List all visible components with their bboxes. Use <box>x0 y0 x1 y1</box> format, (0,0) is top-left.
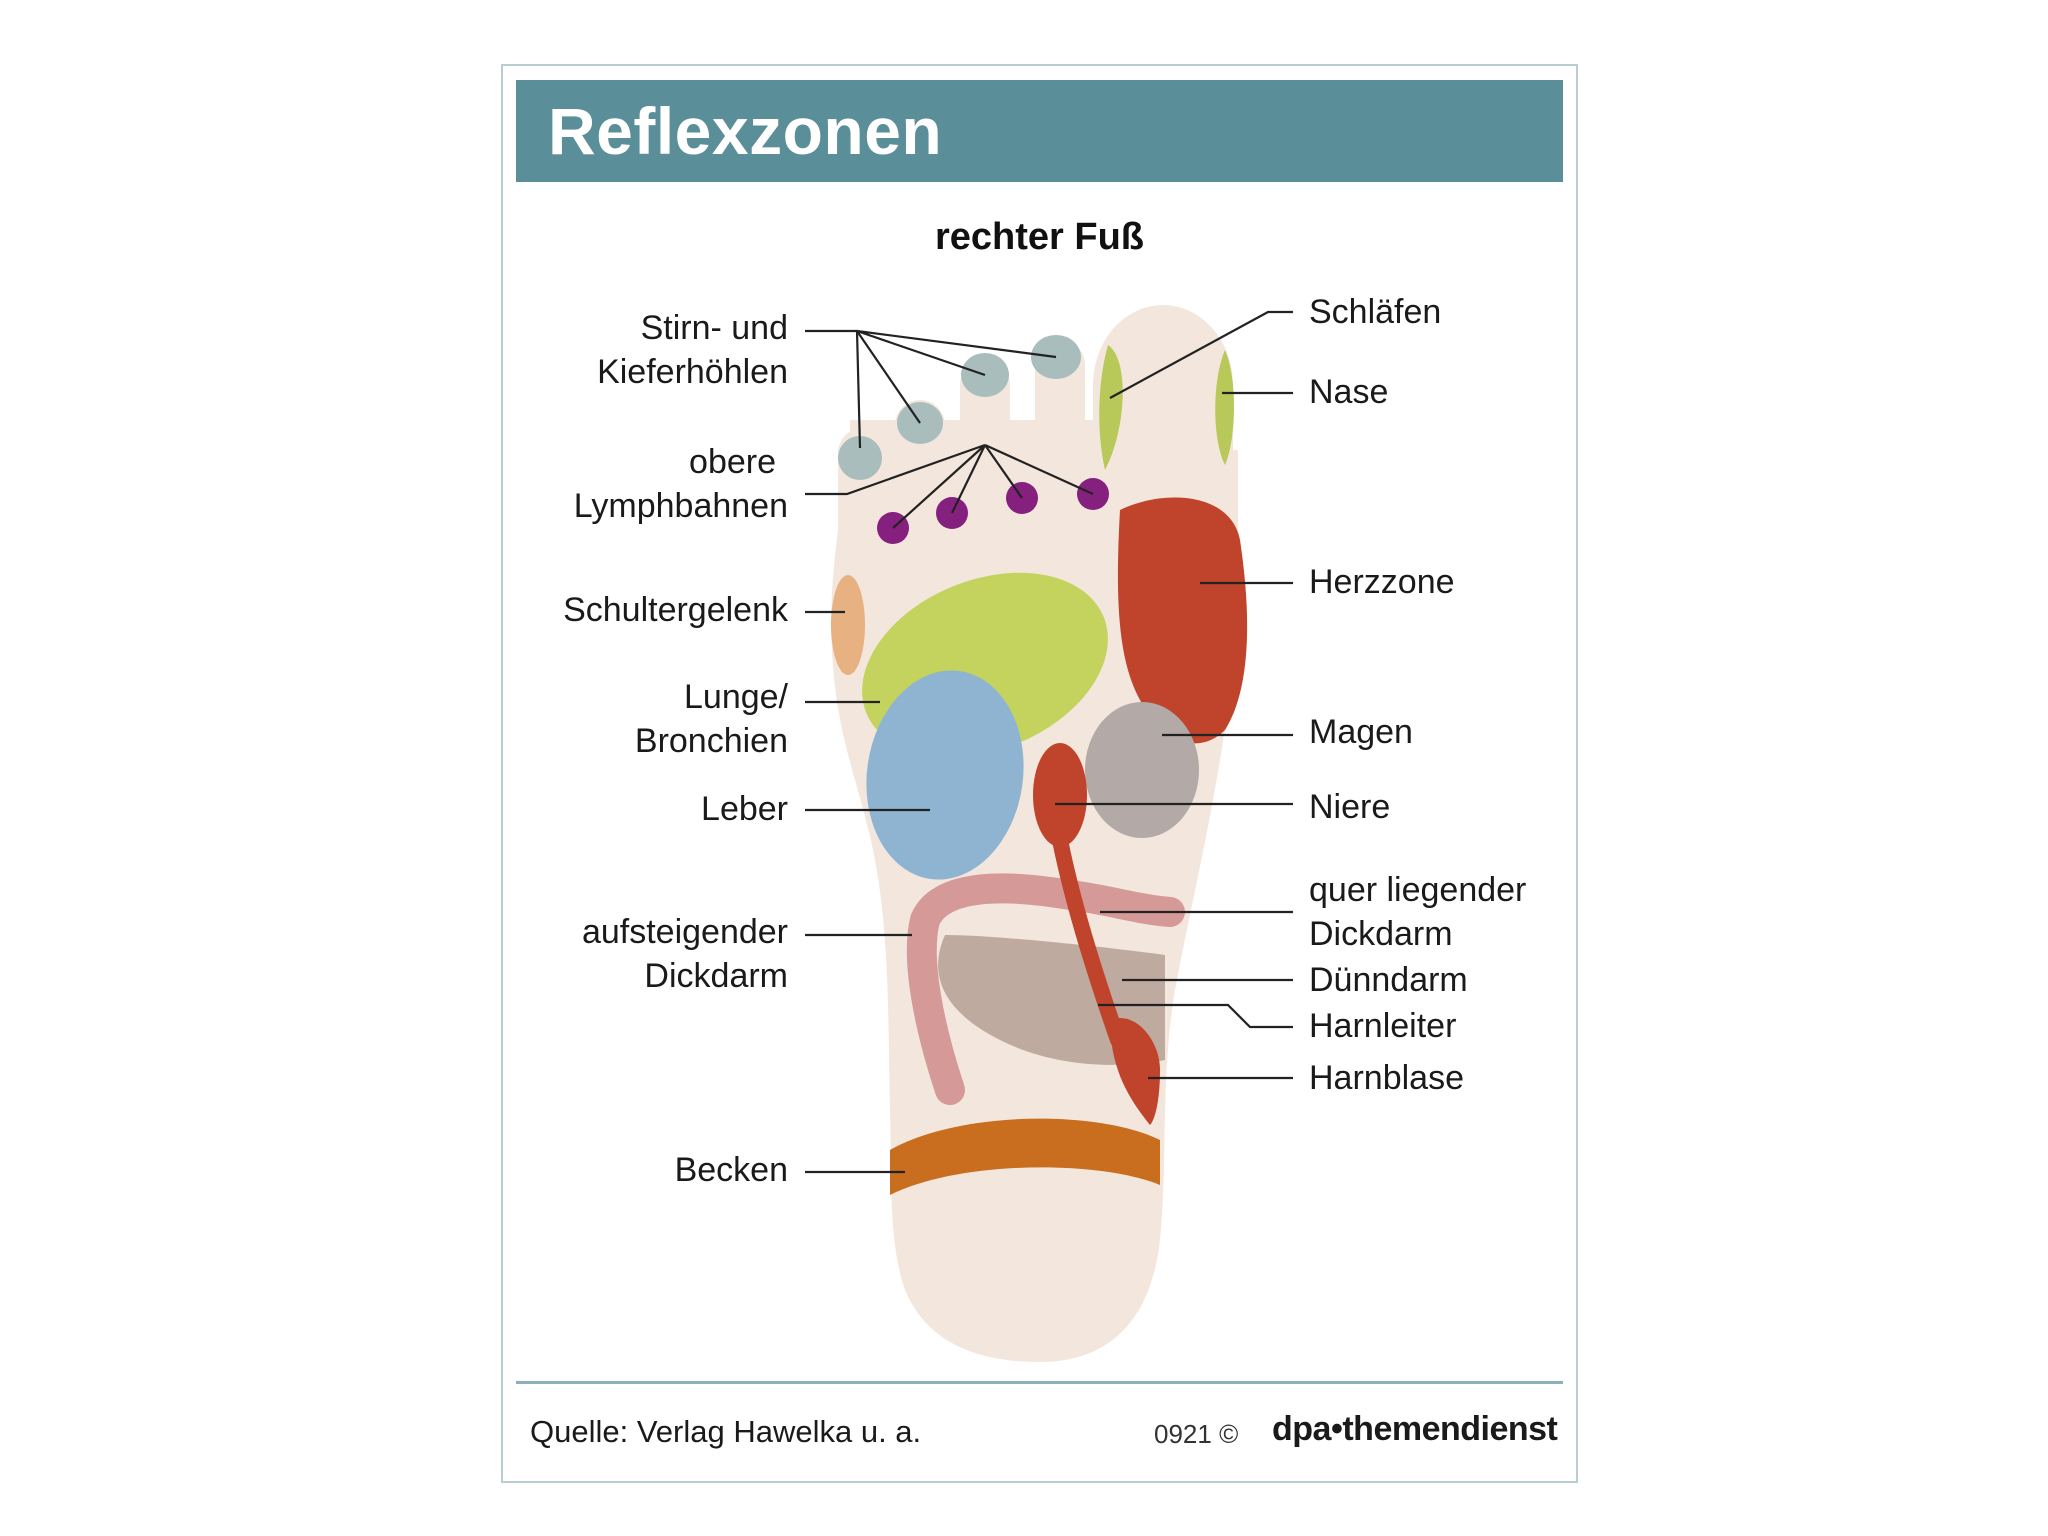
leader-lymph <box>805 443 1094 529</box>
header-bar: Reflexzonen <box>516 80 1563 182</box>
reflex-zones <box>831 335 1248 1195</box>
label-leber: Leber <box>701 790 788 828</box>
liver-zone <box>866 670 1024 880</box>
footer-divider <box>516 1381 1563 1384</box>
label-lymph: obere Lymphbahnen <box>573 443 788 525</box>
kidney-zone-top <box>1033 743 1087 847</box>
graphic-code: 0921 © <box>1154 1419 1239 1449</box>
brand-logo: dpa•themendienst <box>1272 1410 1558 1448</box>
label-niere: Niere <box>1309 788 1391 826</box>
leader-stirn <box>805 329 1057 449</box>
leader-schlaefen <box>1109 310 1293 399</box>
label-nase: Nase <box>1309 373 1389 411</box>
colon-zone <box>906 873 1185 1105</box>
pelvis-zone <box>890 1118 1160 1195</box>
label-herz: Herzzone <box>1309 563 1455 601</box>
label-harnleiter: Harnleiter <box>1309 1007 1457 1045</box>
label-harnblase: Harnblase <box>1309 1059 1464 1097</box>
ureter-zone <box>1052 832 1126 1048</box>
source-credit: Quelle: Verlag Hawelka u. a. <box>530 1414 922 1449</box>
shoulder-zone <box>831 575 865 675</box>
label-magen: Magen <box>1309 713 1413 751</box>
label-lunge: Lunge/ Bronchien <box>634 678 788 760</box>
leader-lines <box>805 310 1293 1174</box>
diagram-subtitle: rechter Fuß <box>934 216 1145 258</box>
leader-harnleiter <box>1098 1003 1293 1029</box>
label-aufsteigend: aufsteigender Dickdarm <box>581 913 788 995</box>
heart-zone <box>1117 497 1248 744</box>
label-quer: quer liegender Dickdarm <box>1309 871 1527 953</box>
label-stirn: Stirn- und Kieferhöhlen <box>597 309 788 391</box>
label-schulter: Schultergelenk <box>563 591 788 629</box>
page-title: Reflexzonen <box>548 94 943 168</box>
label-becken: Becken <box>674 1151 788 1189</box>
bladder-zone <box>1110 1018 1160 1125</box>
temple-zone <box>1099 345 1123 470</box>
stomach-zone <box>1085 702 1199 838</box>
nose-zone <box>1215 350 1235 465</box>
label-duenndarm: Dünndarm <box>1309 961 1468 999</box>
sinus-zone-5 <box>838 436 882 480</box>
label-schlaefen: Schläfen <box>1309 293 1442 331</box>
